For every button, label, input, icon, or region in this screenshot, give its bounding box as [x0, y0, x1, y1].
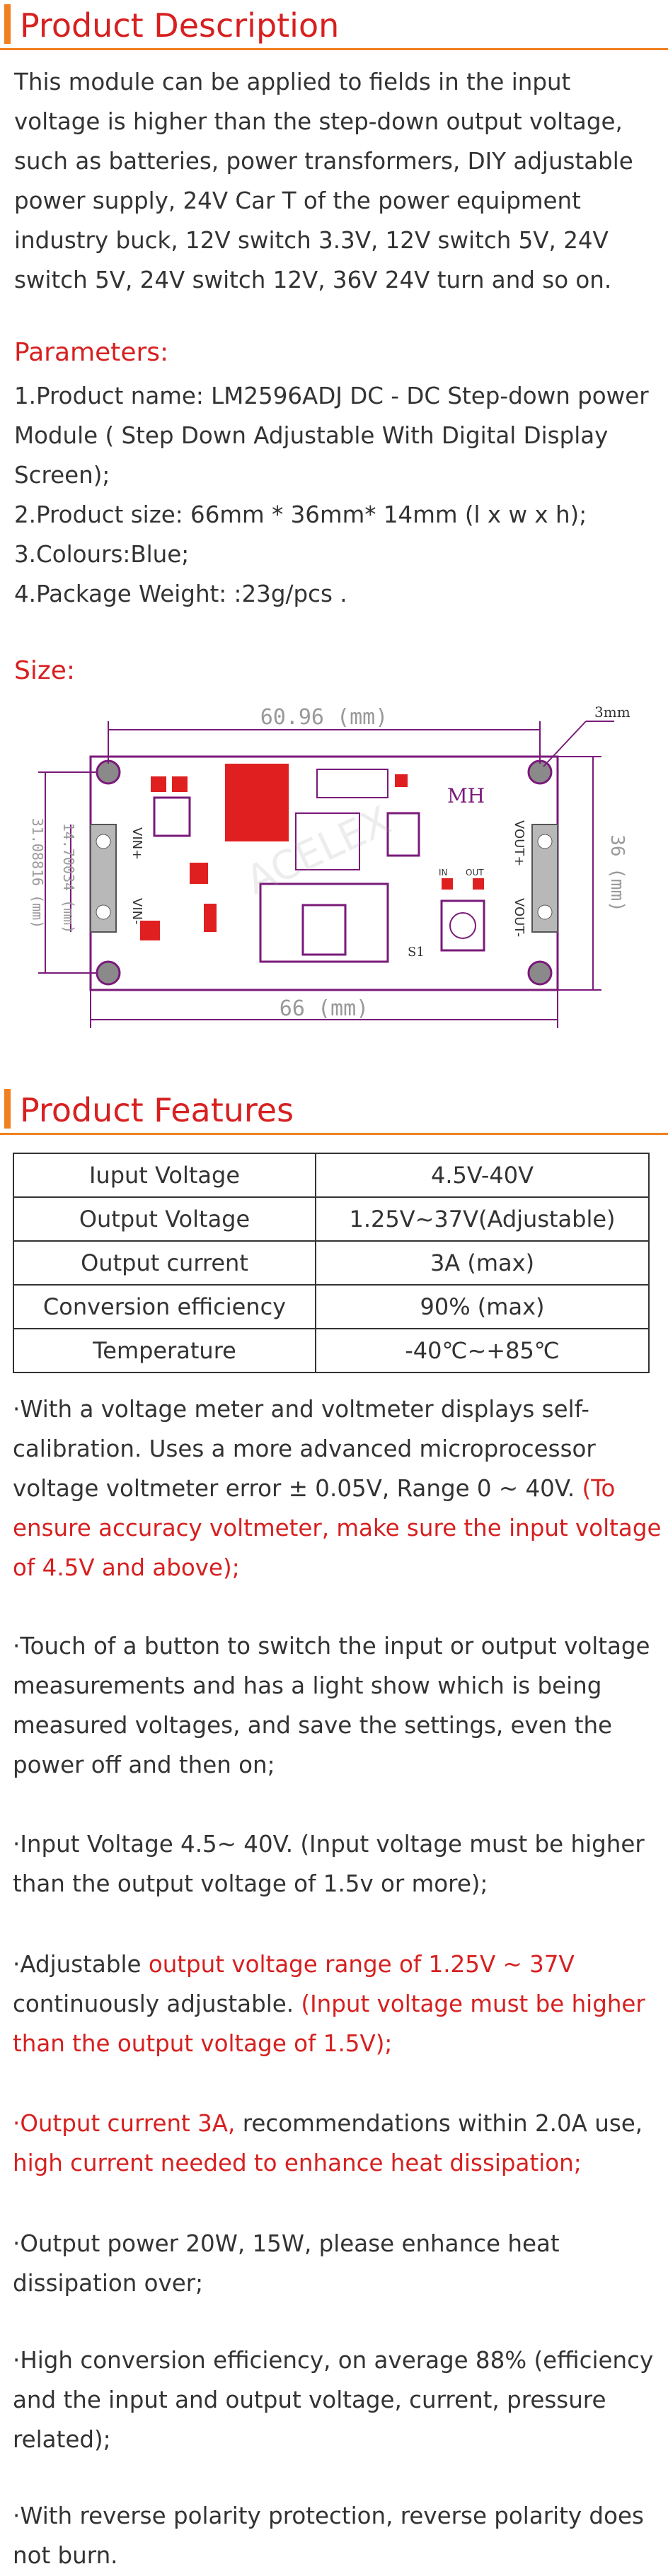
smd-component — [140, 921, 160, 940]
header-rule — [0, 48, 668, 50]
table-cell: 90% (max) — [315, 1284, 650, 1329]
table-cell: 4.5V-40V — [315, 1153, 650, 1198]
feature-text: ·Output power 20W, 15W, please enhance h… — [13, 2230, 560, 2297]
feature-text: ·With reverse polarity protection, rever… — [13, 2502, 644, 2569]
spec-table: Iuput Voltage 4.5V-40V Output Voltage 1.… — [13, 1153, 650, 1373]
terminal-screw — [537, 834, 553, 849]
feature-text-red: output voltage range of 1.25V ~ 37V — [148, 1951, 575, 1978]
smd-component — [190, 863, 208, 884]
parameter-item: 3.Colours:Blue; — [14, 541, 190, 568]
section-title: Product Features — [20, 1091, 294, 1129]
header-rule — [0, 1133, 668, 1135]
feature-paragraph: ·Input Voltage 4.5~ 40V. (Input voltage … — [13, 1824, 664, 1904]
vin-plus-label: VIN+ — [129, 827, 144, 860]
parameter-item: 4.Package Weight: :23g/pcs . — [14, 581, 347, 607]
parameter-item: 1.Product name: LM2596ADJ DC - DC Step-d… — [14, 383, 649, 489]
feature-paragraph: ·Touch of a button to switch the input o… — [13, 1626, 664, 1785]
out-label: OUT — [466, 868, 484, 878]
table-cell: Temperature — [13, 1328, 316, 1373]
table-row: Temperature -40℃~+85℃ — [13, 1328, 650, 1373]
inductor — [225, 764, 289, 841]
smd-component — [442, 878, 453, 890]
regulator-ic — [295, 812, 360, 870]
section-title: Product Description — [20, 6, 340, 45]
table-cell: Iuput Voltage — [13, 1153, 316, 1198]
table-row: Iuput Voltage 4.5V-40V — [13, 1153, 650, 1198]
terminal-screw — [96, 834, 111, 849]
parameters-list: 1.Product name: LM2596ADJ DC - DC Step-d… — [14, 376, 658, 614]
table-row: Output current 3A (max) — [13, 1240, 650, 1286]
table-cell: Output Voltage — [13, 1196, 316, 1242]
mount-hole — [96, 759, 121, 785]
feature-text-red: ·Output current 3A, — [13, 2110, 236, 2137]
push-button — [440, 899, 485, 952]
display-module — [259, 882, 389, 963]
hole-label: 3mm — [594, 704, 630, 721]
smd-component — [204, 904, 217, 932]
s1-label: S1 — [408, 945, 425, 960]
dim-right-label: 36 (mm) — [606, 834, 628, 912]
parameters-title: Parameters: — [14, 338, 169, 367]
feature-text: ·With a voltage meter and voltmeter disp… — [13, 1396, 596, 1502]
mount-hole — [96, 960, 121, 986]
description-text: This module can be applied to fields in … — [14, 69, 633, 293]
connector — [316, 769, 388, 798]
feature-paragraph: ·With reverse polarity protection, rever… — [13, 2496, 664, 2575]
table-row: Output Voltage 1.25V~37V(Adjustable) — [13, 1196, 650, 1242]
terminal-screw — [96, 904, 111, 920]
header-accent-bar — [4, 1089, 11, 1129]
dim-top-label: 60.96 (mm) — [260, 705, 388, 730]
feature-paragraph: ·With a voltage meter and voltmeter disp… — [13, 1389, 664, 1587]
mh-label: MH — [447, 784, 485, 808]
feature-text: ·Adjustable — [13, 1951, 149, 1978]
table-row: Conversion efficiency 90% (max) — [13, 1284, 650, 1329]
smd-component — [473, 878, 484, 890]
smd-component — [395, 774, 408, 787]
callout-line — [543, 721, 587, 767]
feature-paragraph: ·Adjustable output voltage range of 1.25… — [13, 1945, 664, 2063]
table-cell: Output current — [13, 1240, 316, 1286]
feature-text-red: high current needed to enhance heat diss… — [13, 2150, 582, 2176]
display-chip — [301, 904, 347, 956]
size-title: Size: — [14, 656, 76, 685]
parameter-item: 2.Product size: 66mm * 36mm* 14mm (l x w… — [14, 501, 587, 528]
vout-minus-label: VOUT- — [512, 898, 526, 937]
in-label: IN — [439, 868, 448, 878]
smd-component — [172, 776, 188, 792]
capacitor — [153, 796, 191, 837]
feature-text: ·High conversion efficiency, on average … — [13, 2347, 654, 2453]
dim-left-inner-label: 14.70034 (mm) — [60, 823, 77, 934]
dimension-diagram: 60.96 (mm) 3mm 66 (mm) 36 (mm) 31.08816 … — [29, 704, 630, 1028]
feature-text: continuously adjustable. — [13, 1991, 301, 2017]
feature-paragraph: ·Output power 20W, 15W, please enhance h… — [13, 2224, 664, 2303]
capacitor — [386, 812, 420, 857]
table-cell: 3A (max) — [315, 1240, 650, 1286]
feature-paragraph: ·High conversion efficiency, on average … — [13, 2341, 664, 2459]
table-cell: Conversion efficiency — [13, 1284, 316, 1329]
table-cell: -40℃~+85℃ — [315, 1328, 650, 1373]
feature-paragraph: ·Output current 3A, recommendations with… — [13, 2104, 664, 2183]
feature-text-red: (To ensure accuracy voltmeter, make sure… — [13, 1475, 662, 1581]
table-cell: 1.25V~37V(Adjustable) — [315, 1196, 650, 1242]
dim-bottom-label: 66 (mm) — [280, 996, 369, 1021]
feature-text-red: (Input voltage must be higher than the o… — [13, 1991, 645, 2057]
button-cap — [449, 912, 476, 939]
feature-text: ·Touch of a button to switch the input o… — [13, 1633, 650, 1778]
vin-minus-label: VIN- — [129, 898, 144, 925]
feature-text: recommendations within 2.0A use, — [235, 2110, 643, 2137]
header-accent-bar — [4, 4, 11, 44]
feature-text-red: ·Input Voltage 4.5~ 40V. (Input voltage … — [13, 1831, 645, 1897]
mount-hole — [527, 759, 553, 785]
terminal-screw — [537, 904, 553, 920]
dim-left-outer-label: 31.08816 (mm) — [29, 818, 46, 929]
mount-hole — [527, 960, 553, 986]
vout-plus-label: VOUT+ — [512, 820, 526, 866]
smd-component — [151, 776, 166, 792]
